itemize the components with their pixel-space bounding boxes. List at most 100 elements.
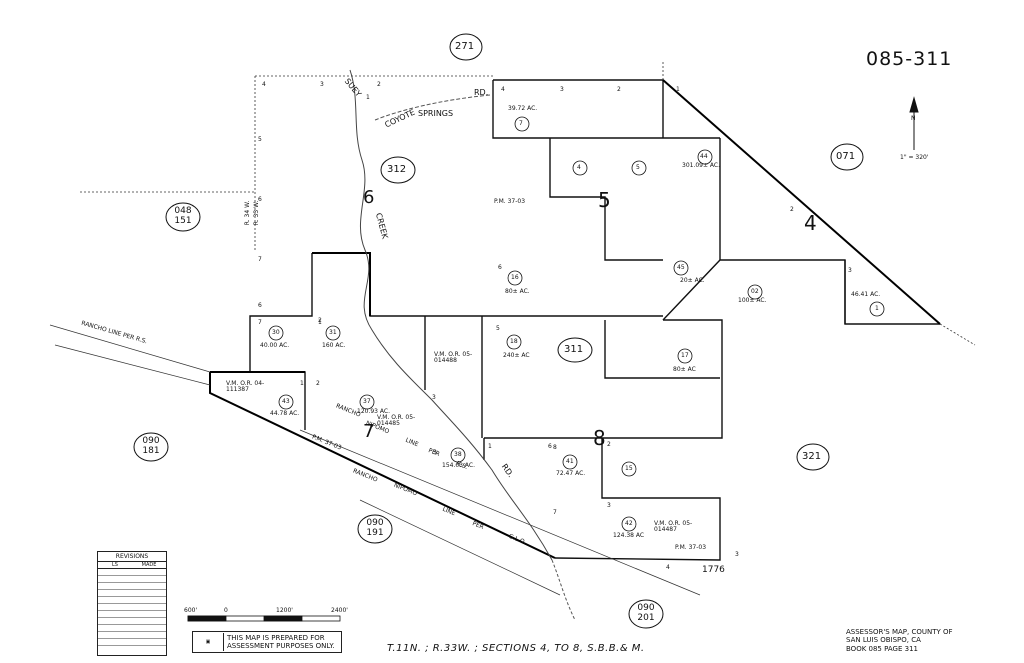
parcel-number: 41 bbox=[566, 458, 574, 465]
parcel-area: 301.09± AC. bbox=[682, 162, 721, 169]
revisions-row bbox=[98, 632, 166, 639]
creek-extension bbox=[551, 559, 576, 621]
lot-number: 5 bbox=[258, 136, 262, 143]
lot-number: 5 bbox=[496, 325, 500, 332]
page-ref-label: 312 bbox=[387, 164, 407, 175]
edge-label: 1776 bbox=[702, 565, 725, 575]
page-circles bbox=[133, 33, 864, 629]
parcel-lines bbox=[249, 79, 940, 561]
lot-number: 2 bbox=[318, 317, 322, 324]
scale-tick: 2400' bbox=[331, 607, 348, 614]
page-ref-label: 271 bbox=[455, 41, 475, 52]
north-arrow bbox=[909, 96, 919, 150]
parcel-number: 16 bbox=[511, 274, 519, 281]
page-ref-label: 090 191 bbox=[366, 518, 384, 538]
scale-label: 1" = 320' bbox=[900, 154, 929, 161]
road-label: SPRINGS bbox=[418, 109, 454, 118]
county-line: BOOK 085 PAGE 311 bbox=[846, 644, 918, 653]
parcel-number: 45 bbox=[677, 264, 685, 271]
parcel-number: 42 bbox=[625, 520, 633, 527]
revisions-col: MADE bbox=[141, 562, 157, 568]
parcel-area: 240± AC bbox=[503, 352, 530, 359]
parcel-area: 80± AC. bbox=[505, 288, 530, 295]
parcel-number: 44 bbox=[700, 153, 708, 160]
range-label: R. 33 W. bbox=[253, 200, 261, 226]
note-line: ASSESSMENT PURPOSES ONLY. bbox=[227, 642, 335, 650]
lot-number: 1 bbox=[488, 443, 492, 450]
section-number: 8 bbox=[593, 426, 606, 450]
lot-number: 6 bbox=[498, 264, 502, 271]
boundary-heavy bbox=[209, 79, 941, 559]
revisions-row bbox=[98, 576, 166, 583]
range-label: R. 34 W. bbox=[244, 200, 252, 226]
lot-number: 7 bbox=[553, 509, 557, 516]
lot-number: 3 bbox=[432, 394, 436, 401]
revisions-table: REVISIONS LS MADE bbox=[97, 551, 167, 656]
parcel-area: 39.72 AC. bbox=[508, 105, 538, 112]
assessment-note: ▣ THIS MAP IS PREPARED FOR ASSESSMENT PU… bbox=[192, 631, 342, 653]
page-ref-label: 321 bbox=[802, 451, 822, 462]
lot-number: 2 bbox=[617, 86, 621, 93]
vm-label: V.M. O.R. 05-014488 bbox=[434, 351, 473, 364]
page-ref-label: 048 151 bbox=[174, 206, 192, 226]
parcel-area: 20± AC. bbox=[680, 277, 705, 284]
parcel-number: 18 bbox=[510, 338, 518, 345]
parcel-circles bbox=[268, 116, 885, 532]
page-ref-label: 090 181 bbox=[142, 436, 160, 456]
road-label: RD. bbox=[474, 88, 489, 97]
parcel-number: 7 bbox=[519, 120, 523, 127]
vm-label: V.M. O.R. 04-111387 bbox=[226, 380, 265, 393]
parcel-area: 160 AC. bbox=[322, 342, 346, 349]
lot-number: 7 bbox=[258, 256, 262, 263]
revisions-row bbox=[98, 611, 166, 618]
lot-number: 3 bbox=[607, 502, 611, 509]
parcel-area: 120.93 AC. bbox=[357, 408, 390, 415]
parcel-number: 38 bbox=[454, 451, 462, 458]
revisions-row bbox=[98, 583, 166, 590]
lot-number: 2 bbox=[377, 81, 381, 88]
stamp-icon: ▣ bbox=[193, 633, 224, 651]
parcel-area: 44.78 AC. bbox=[270, 410, 300, 417]
lot-number: 6 bbox=[258, 302, 262, 309]
township-footer: T.11N. ; R.33W. ; SECTIONS 4, TO 8, S.B.… bbox=[387, 643, 645, 654]
creek-line bbox=[349, 69, 553, 561]
lot-number: 6 bbox=[258, 196, 262, 203]
lot-number: 2 bbox=[316, 380, 320, 387]
county-line: ASSESSOR'S MAP, COUNTY OF bbox=[846, 628, 953, 636]
parcel-number: 31 bbox=[329, 329, 337, 336]
section-number: 5 bbox=[598, 188, 611, 212]
lot-number: 1 bbox=[318, 319, 322, 326]
lot-number: 4 bbox=[666, 564, 670, 571]
lot-number: 4 bbox=[262, 81, 266, 88]
scale-tick: 0 bbox=[224, 607, 228, 614]
lot-number: 7 bbox=[258, 319, 262, 326]
section-lines bbox=[80, 60, 976, 346]
lot-number: 3 bbox=[433, 449, 437, 456]
parcel-area: 154.03 AC. bbox=[442, 462, 475, 469]
lot-number: 8 bbox=[553, 444, 557, 451]
lot-number: 2 bbox=[790, 206, 794, 213]
parcel-number: 5 bbox=[636, 164, 640, 171]
vm-label: V.M. O.R. 05-014487 bbox=[654, 520, 693, 533]
revisions-row bbox=[98, 604, 166, 611]
parcel-area: 40.00 AC. bbox=[260, 342, 290, 349]
revisions-col: LS bbox=[112, 562, 118, 568]
page-ref-label: 071 bbox=[836, 151, 856, 162]
parcel-area: 124.38 AC bbox=[613, 532, 645, 539]
lot-number: 3 bbox=[320, 81, 324, 88]
parcel-number: 30 bbox=[272, 329, 280, 336]
parcel-area: 46.41 AC. bbox=[851, 291, 881, 298]
book-page-number: 085-311 bbox=[866, 48, 953, 70]
page-ref-label: 311 bbox=[564, 344, 584, 355]
parcel-number: 43 bbox=[282, 398, 290, 405]
parcel-number: 4 bbox=[577, 164, 581, 171]
parcel-area: 72.47 AC. bbox=[556, 470, 586, 477]
lot-number: 3 bbox=[560, 86, 564, 93]
lot-number: 4 bbox=[501, 86, 505, 93]
lot-number: 1 bbox=[300, 380, 304, 387]
note-line: THIS MAP IS PREPARED FOR bbox=[227, 633, 325, 642]
parcel-area: 100± AC. bbox=[738, 297, 767, 304]
lot-number: 1 bbox=[676, 86, 680, 93]
scale-tick: 1200' bbox=[276, 607, 293, 614]
parcel-area: 80± AC bbox=[673, 366, 696, 373]
